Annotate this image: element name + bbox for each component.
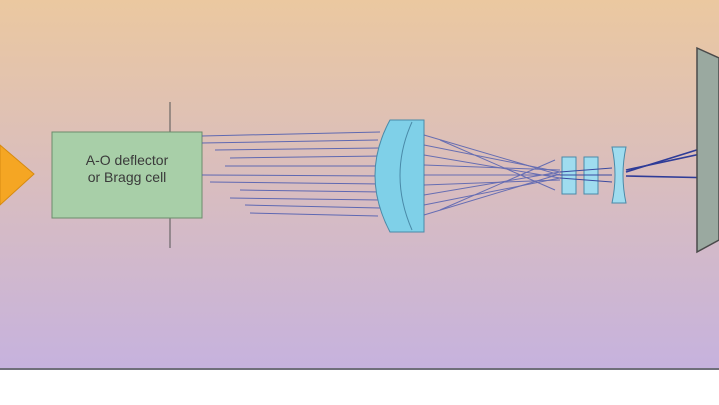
- relay-lens-3: [611, 146, 627, 204]
- deflected-beams: [201, 131, 386, 217]
- objective-lens-inner-curve: [399, 121, 413, 231]
- focused-beams: [423, 134, 561, 216]
- ao-deflector-label-line1: A-O deflector: [85, 152, 169, 168]
- relay-beams: [559, 167, 613, 183]
- projection-screen: [696, 46, 719, 254]
- optical-diagram: [0, 0, 719, 370]
- ao-deflector-label-line2: or Bragg cell: [87, 169, 167, 185]
- bottom-divider: [0, 368, 719, 370]
- ao-deflector-label: A-O deflector or Bragg cell: [52, 152, 202, 186]
- laser-source-arrow: [0, 144, 35, 206]
